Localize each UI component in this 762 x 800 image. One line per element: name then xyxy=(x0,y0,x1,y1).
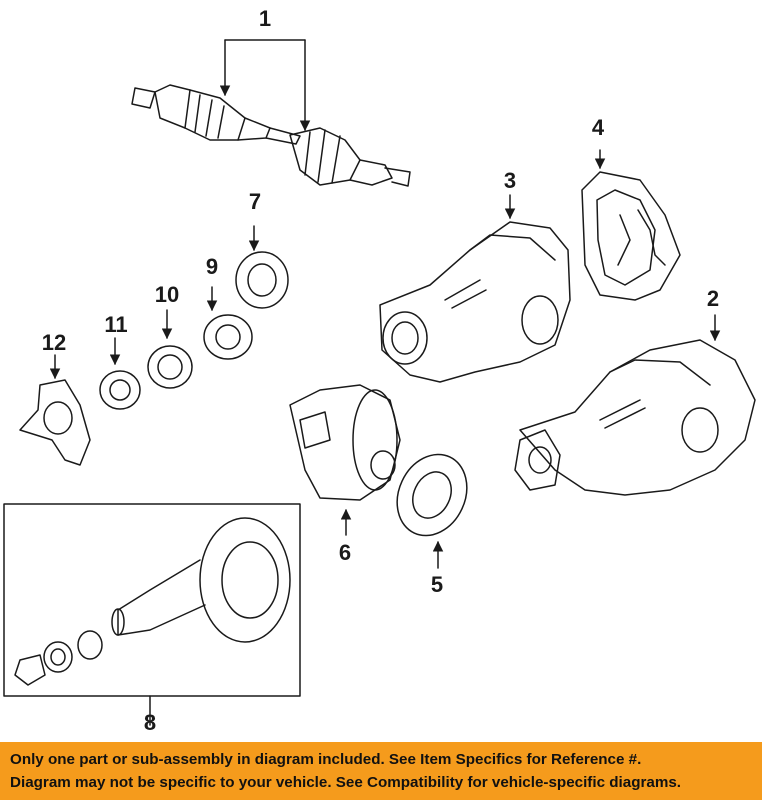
differential-case-part xyxy=(289,384,401,536)
seal-part-9 xyxy=(203,286,253,360)
callout-1: 1 xyxy=(258,6,272,31)
flange-part-12 xyxy=(19,354,91,466)
callout-4: 4 xyxy=(591,115,605,140)
bearing-part-7 xyxy=(235,225,289,309)
axle-shaft-part xyxy=(131,39,411,187)
callout-5: 5 xyxy=(430,572,444,597)
callout-6: 6 xyxy=(338,540,352,565)
bearing-part-11 xyxy=(99,337,141,410)
axle-assembly-part xyxy=(514,314,756,496)
differential-cover-part xyxy=(581,149,681,301)
parts-diagram xyxy=(3,39,756,726)
callout-3: 3 xyxy=(503,168,517,193)
disclaimer-banner: Only one part or sub-assembly in diagram… xyxy=(0,742,762,800)
callout-9: 9 xyxy=(205,254,219,279)
callout-7: 7 xyxy=(248,189,262,214)
callout-10: 10 xyxy=(154,282,180,307)
shim-part xyxy=(396,453,468,569)
callout-12: 12 xyxy=(41,330,67,355)
carrier-housing-part xyxy=(379,194,571,383)
seal-part-10 xyxy=(147,309,193,389)
callout-2: 2 xyxy=(706,286,720,311)
disclaimer-line-1: Only one part or sub-assembly in diagram… xyxy=(10,751,642,768)
callout-8: 8 xyxy=(143,710,157,735)
callout-11: 11 xyxy=(104,312,128,337)
disclaimer-line-2: Diagram may not be specific to your vehi… xyxy=(10,774,681,791)
ring-pinion-part-8 xyxy=(3,503,301,726)
